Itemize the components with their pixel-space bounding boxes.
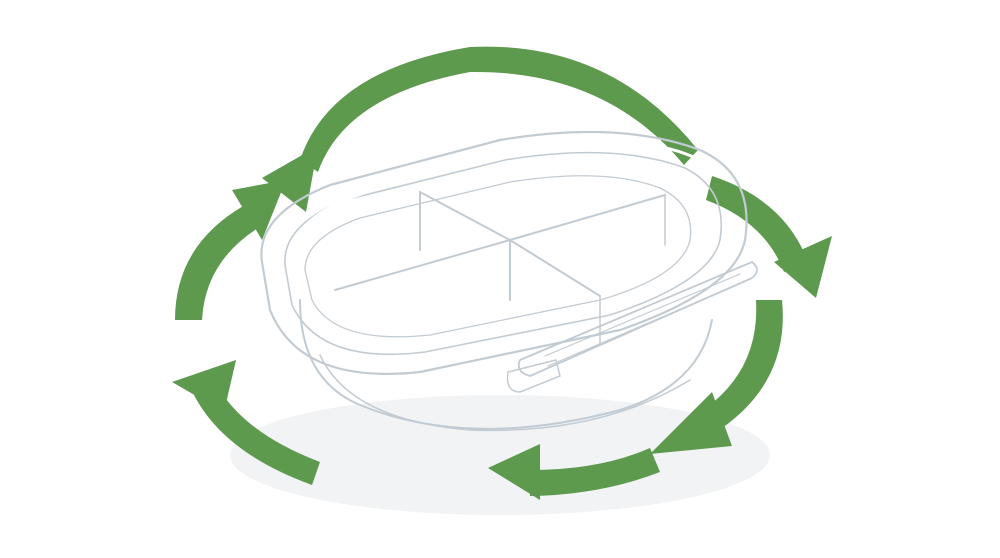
recycle-arrow-icon <box>706 300 783 428</box>
recycle-arrow-icon <box>262 146 318 212</box>
recycle-arrow-icon <box>650 392 732 454</box>
ground-shadow <box>230 395 770 515</box>
recycle-arrow-icon <box>530 448 660 496</box>
lid-inner-rim <box>284 151 722 356</box>
recycle-arrow-icon <box>706 176 808 272</box>
compartment-dividers <box>334 191 666 346</box>
plastic-tray <box>260 130 758 432</box>
recycle-arrow-icon <box>774 236 832 298</box>
recycle-arrow-icon <box>172 360 236 412</box>
recycle-arrow-icon <box>232 180 286 240</box>
tray-base <box>299 299 713 430</box>
recycle-arrows <box>172 46 832 500</box>
recycle-arrow-icon <box>175 205 258 320</box>
recycle-arrow-icon <box>300 46 698 173</box>
lid-rim <box>260 130 748 376</box>
recycle-arrow-icon <box>488 444 540 500</box>
tray-latch <box>506 261 758 393</box>
tray-floor <box>304 175 692 338</box>
